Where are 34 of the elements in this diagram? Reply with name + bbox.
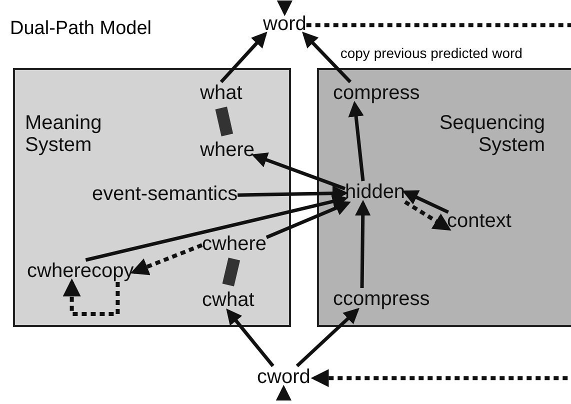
panel-title: Sequencing System <box>438 112 545 156</box>
arrow <box>252 152 346 190</box>
arrow <box>306 23 571 388</box>
unit-label: compress <box>333 82 420 104</box>
arrow <box>62 278 120 316</box>
unit-label: word <box>263 13 306 35</box>
unit-label: ccompress <box>333 288 430 310</box>
arrow <box>348 100 365 182</box>
arrow <box>220 32 268 84</box>
arrow <box>130 243 203 276</box>
unit-label: cword <box>257 366 310 388</box>
unit-label: where <box>200 139 254 161</box>
meaning-system-panel <box>13 68 291 327</box>
sequencing-system-panel <box>317 68 571 327</box>
arrow <box>226 308 274 368</box>
unit-label: context <box>447 210 512 232</box>
edge-label: copy previous predicted word <box>340 45 522 62</box>
panel-title: Meaning System <box>25 112 103 156</box>
arrow <box>276 0 293 16</box>
arrow <box>276 384 292 401</box>
arrow <box>85 194 348 262</box>
unit-label: cwhat <box>202 289 254 311</box>
arrow <box>355 200 371 288</box>
connection-bar <box>215 106 234 136</box>
arrow <box>402 190 450 214</box>
diagram-title: Dual-Path Model <box>10 18 152 40</box>
unit-label: cwhere <box>202 233 266 255</box>
arrow <box>404 200 452 231</box>
unit-label: event-semantics <box>92 183 238 205</box>
unit-label: what <box>200 82 242 104</box>
arrow <box>266 200 351 240</box>
unit-label: hidden <box>345 181 406 203</box>
arrow <box>296 308 360 368</box>
unit-label: cwherecopy <box>27 260 134 282</box>
